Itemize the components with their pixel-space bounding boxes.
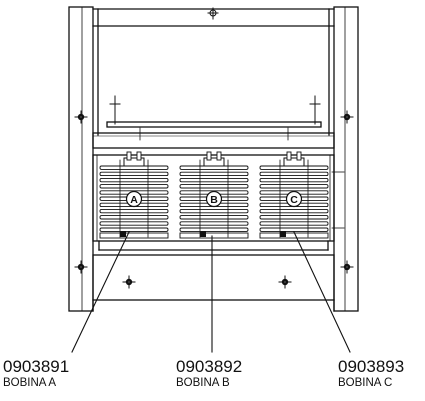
- top-yoke-body: [92, 132, 335, 149]
- coil-c-letter: C: [290, 194, 298, 206]
- callout-coil-c: 0903893 BOBINA C: [338, 358, 404, 390]
- part-number-b: 0903892: [176, 357, 243, 376]
- mounting-bolts: [74, 110, 354, 289]
- threaded-rods: [109, 95, 321, 125]
- part-number-c: 0903893: [338, 357, 405, 376]
- bolt-icon: [74, 110, 88, 124]
- bolt-icon: [340, 260, 354, 274]
- part-name-a: BOBINA A: [3, 377, 57, 389]
- callout-coil-a: 0903891 BOBINA A: [3, 358, 69, 390]
- coil-cage: [92, 154, 345, 251]
- part-name-c: BOBINA C: [338, 377, 393, 389]
- leader-lines: [71, 231, 351, 353]
- leader-line-c: [293, 231, 351, 353]
- top-bracket: [92, 7, 335, 136]
- part-name-b: BOBINA B: [176, 377, 230, 389]
- leader-line-a: [71, 231, 130, 353]
- bolt-icon: [340, 110, 354, 124]
- bolt-icon: [74, 260, 88, 274]
- part-number-a: 0903891: [3, 357, 70, 376]
- callout-coil-b: 0903892 BOBINA B: [176, 358, 242, 390]
- bolt-icon: [122, 275, 136, 289]
- top-clamp-plate: [106, 121, 322, 128]
- bottom-plate: [92, 254, 335, 312]
- coil-a: A: [99, 151, 169, 239]
- bolt-icon: [278, 275, 292, 289]
- coil-b-letter: B: [210, 194, 218, 206]
- coil-c: C: [259, 151, 329, 239]
- coil-a-badge: [125, 190, 143, 208]
- coil-b: B: [179, 151, 249, 239]
- coil-a-letter: A: [130, 194, 138, 206]
- coil-b-badge: [205, 190, 223, 208]
- top-yoke: [92, 121, 335, 149]
- coil-c-badge: [285, 190, 303, 208]
